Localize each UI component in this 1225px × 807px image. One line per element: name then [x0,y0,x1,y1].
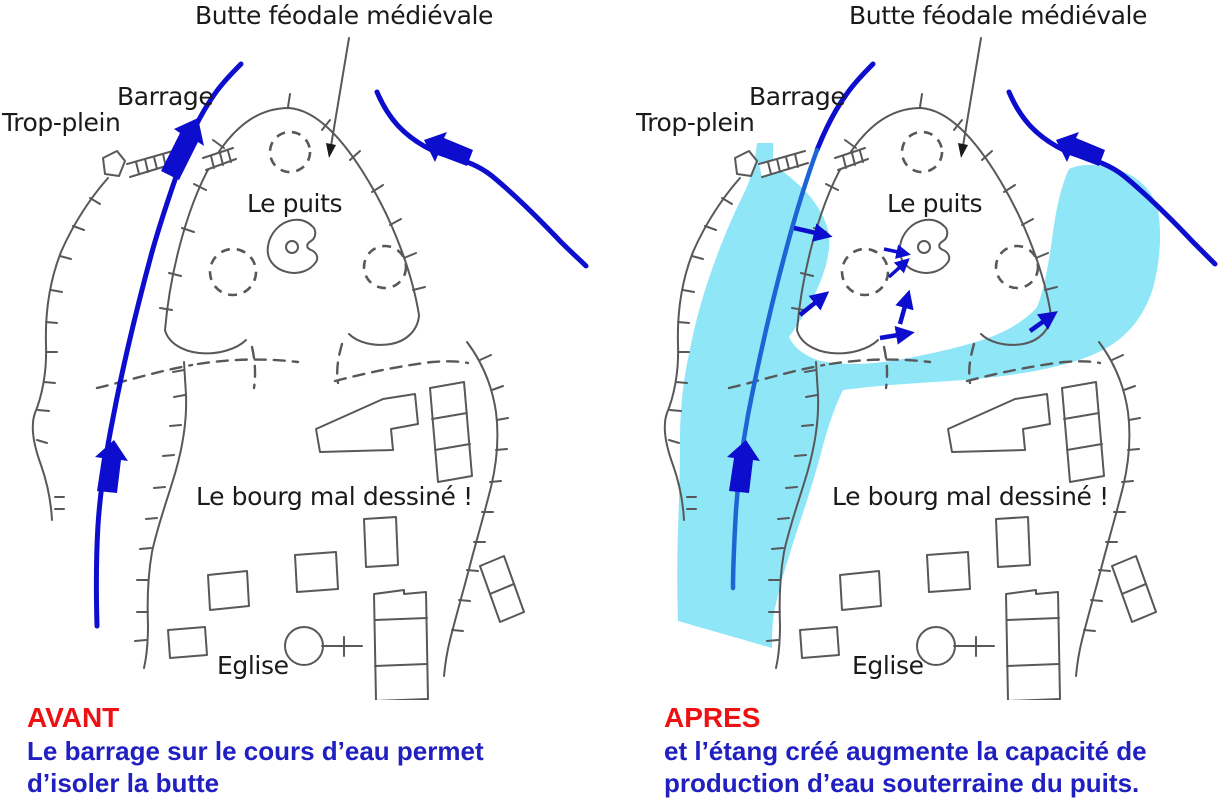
label-trop-plein-avant: Trop-plein [2,108,121,137]
second-stream [374,89,589,269]
caption-avant-line1: Le barrage sur le cours d’eau permet [27,736,484,766]
panel-apres-drawing [663,36,1218,700]
label-bourg-avant: Le bourg mal dessiné ! [196,482,473,511]
flow-arrow-at-dam [161,118,204,180]
caption-apres: APRES et l’étang créé augmente la capaci… [664,701,1225,799]
flow-arrow-upstream [727,440,760,493]
flow-arrow-second-stream [424,132,473,166]
label-barrage-avant: Barrage [117,82,214,111]
caption-apres-line1: et l’étang créé augmente la capacité de [664,736,1147,766]
label-butte-avant: Butte féodale médiévale [195,1,494,30]
label-eglise-avant: Eglise [217,651,289,680]
label-barrage-apres: Barrage [749,82,846,111]
caption-avant-title: AVANT [27,702,120,733]
flow-arrow-upstream [95,440,128,493]
label-puits-avant: Le puits [247,189,343,218]
caption-avant-line2: d’isoler la butte [27,768,220,798]
label-bourg-apres: Le bourg mal dessiné ! [832,482,1109,511]
infiltration-arrows [793,223,1058,345]
label-butte-apres: Butte féodale médiévale [849,1,1148,30]
label-eglise-apres: Eglise [852,651,924,680]
caption-apres-title: APRES [664,702,761,733]
main-stream [93,61,244,629]
label-puits-apres: Le puits [887,189,983,218]
flow-arrow-second-stream [1056,132,1105,166]
main-stream [727,61,876,591]
panel-avant-drawing [31,36,589,700]
pond-area [677,143,1161,648]
label-trop-plein-apres: Trop-plein [636,108,755,137]
second-stream [1006,89,1218,267]
caption-apres-line2: production d’eau souterraine du puits. [664,768,1140,798]
caption-avant: AVANT Le barrage sur le cours d’eau perm… [27,701,602,799]
